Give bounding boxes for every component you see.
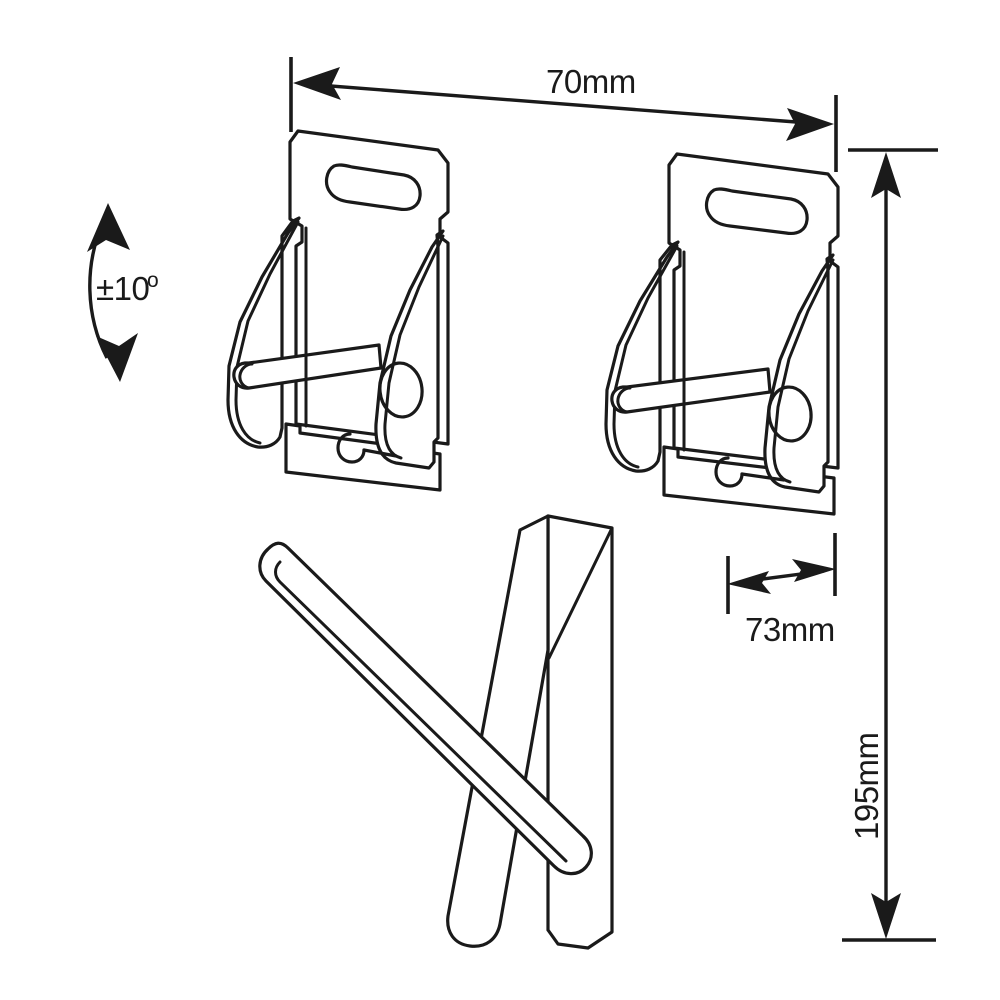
bracket-left <box>226 129 450 492</box>
ski-pole-inner-line <box>274 560 568 863</box>
bracket-left-flange-outer <box>226 216 301 449</box>
dimension-width-arrow-left <box>293 67 341 100</box>
bracket-left-mounting-slot <box>324 163 422 212</box>
dimension-depth-label: 73mm <box>745 611 835 648</box>
ski-pole-shaft <box>258 541 593 876</box>
bracket-left-roller-nub <box>336 432 366 464</box>
bracket-right-mounting-slot <box>704 187 809 236</box>
dimension-depth-73mm: 73mm <box>726 533 837 648</box>
dimension-height-label: 195mm <box>848 732 885 840</box>
ski-rear-perspective-edge <box>547 526 614 660</box>
bracket-right-flange-inner-edge <box>612 244 679 469</box>
angle-label: ±10 <box>96 270 149 307</box>
bracket-right <box>604 152 840 516</box>
bracket-right-roller-nub <box>714 456 744 488</box>
bracket-right-pin-end-cap <box>616 386 632 414</box>
dimension-height-195mm: 195mm <box>842 148 938 942</box>
bracket-left-flange-inner-edge <box>234 220 300 445</box>
bracket-right-roller-edge <box>740 472 786 482</box>
dimension-depth-arrow-left <box>727 571 771 594</box>
bracket-right-pivot-hole <box>767 385 813 443</box>
dimension-width-70mm: 70mm <box>289 57 838 172</box>
dimension-width-arrow-right <box>786 108 834 141</box>
annotation-tilt-angle: ±10 o <box>87 203 159 382</box>
bracket-left-pin-end-cap <box>238 362 254 390</box>
ski-rear-body <box>546 514 614 950</box>
dimension-width-label: 70mm <box>546 63 636 100</box>
bracket-left-pivot-hole <box>378 361 424 419</box>
bracket-left-hook-arm <box>374 229 445 470</box>
dimension-depth-arrow-right <box>792 559 836 582</box>
ski-pole-illustration <box>258 541 593 876</box>
ski-front-body <box>446 514 550 948</box>
dimension-height-arrow-bottom <box>871 893 901 939</box>
bracket-left-roller-edge <box>362 448 398 458</box>
bracket-right-flange-outer <box>604 240 680 473</box>
angle-degree-symbol: o <box>147 269 159 292</box>
dimension-width-line <box>304 82 823 126</box>
angle-arrow-down <box>96 333 138 382</box>
bracket-right-hook-arm <box>763 253 835 494</box>
dimension-height-arrow-top <box>871 152 901 198</box>
angle-arrow-up <box>87 203 130 252</box>
